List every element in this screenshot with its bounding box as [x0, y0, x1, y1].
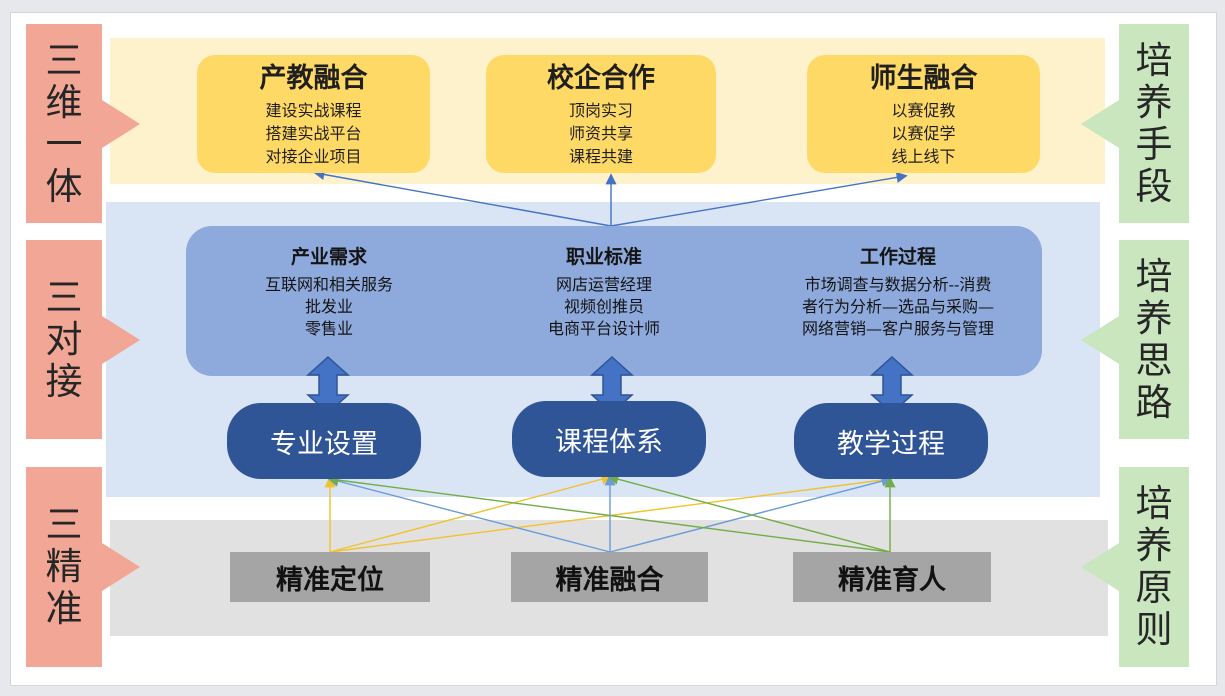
- column-line: 互联网和相关服务: [264, 275, 393, 294]
- top-box-teacher-student: 师生融合 以赛促教 以赛促学 线上线下: [807, 55, 1040, 173]
- pill-major-setting: 专业设置: [227, 403, 421, 479]
- column-line: 视频创推员: [563, 297, 644, 316]
- bottom-box-precise-positioning: 精准定位: [230, 552, 430, 602]
- arrow-right-icon: [102, 100, 140, 148]
- arrow-left-icon: [1081, 543, 1119, 591]
- bottom-box-precise-education: 精准育人: [793, 552, 991, 602]
- label-char: 精: [45, 545, 83, 588]
- arrow-left-icon: [1081, 100, 1119, 148]
- box-title: 师生融合: [869, 63, 978, 94]
- connector-to-pill: [327, 475, 611, 553]
- box-line: 以赛促教: [891, 101, 956, 120]
- arrow-right-icon: [102, 316, 140, 364]
- connector-to-pill: [329, 473, 613, 553]
- column-line: 网店运营经理: [555, 275, 652, 294]
- label-char: 培: [1135, 38, 1173, 82]
- label-char: 培: [1135, 482, 1173, 525]
- label-char: 思: [1135, 338, 1173, 382]
- left-label-three-precision: 三 精 准: [26, 467, 102, 667]
- left-label-three-docking: 三 对 接: [26, 240, 102, 439]
- column-professional-standard: 职业标准 网店运营经理 视频创推员 电商平台设计师: [506, 244, 702, 340]
- label-char: 则: [1135, 608, 1173, 651]
- label-char: 养: [1135, 524, 1173, 567]
- right-label-teaching-principle: 培 养 原 则: [1119, 467, 1189, 667]
- label-char: 原: [1135, 566, 1173, 609]
- label-char: 接: [45, 359, 83, 403]
- bottom-box-label: 精准育人: [838, 564, 946, 596]
- arrow-right-icon: [102, 543, 140, 591]
- column-line: 者行为分析—选品与采购—: [801, 297, 994, 316]
- box-title: 产教融合: [259, 63, 368, 94]
- bottom-box-precise-integration: 精准融合: [511, 552, 708, 602]
- bottom-box-label: 精准定位: [276, 564, 384, 596]
- label-char: 养: [1135, 80, 1173, 124]
- pill-teaching-process: 教学过程: [794, 403, 988, 479]
- column-line: 电商平台设计师: [547, 319, 660, 338]
- label-char: 培: [1135, 254, 1173, 298]
- column-line: 批发业: [304, 297, 353, 316]
- column-work-process: 工作过程 市场调查与数据分析--消费 者行为分析—选品与采购— 网络营销—客户服…: [770, 244, 1026, 340]
- right-label-teaching-means: 培 养 手 段: [1119, 24, 1189, 223]
- box-line: 课程共建: [568, 147, 633, 166]
- label-char: 三: [45, 275, 83, 319]
- label-char: 三: [45, 503, 83, 546]
- connector-to-pill: [609, 475, 893, 553]
- label-char: 准: [45, 587, 83, 630]
- box-line: 线上线下: [891, 147, 956, 166]
- label-char: 养: [1135, 296, 1173, 340]
- label-char: 体: [45, 164, 83, 208]
- connector-to-pill: [327, 474, 891, 553]
- column-title: 产业需求: [290, 246, 367, 268]
- column-line: 市场调查与数据分析--消费: [804, 275, 992, 294]
- box-line: 对接企业项目: [265, 147, 362, 166]
- column-title: 工作过程: [859, 246, 936, 268]
- box-line: 以赛促学: [891, 124, 956, 143]
- pill-label: 教学过程: [837, 428, 945, 460]
- column-title: 职业标准: [565, 246, 642, 268]
- pill-label: 课程体系: [555, 426, 663, 458]
- top-box-school-enterprise: 校企合作 顶岗实习 师资共享 课程共建: [486, 55, 716, 173]
- label-char: 手: [1135, 122, 1173, 166]
- left-label-three-in-one: 三 维 一 体: [26, 24, 102, 223]
- arrow-left-icon: [1081, 316, 1119, 364]
- docking-panel: [186, 226, 1042, 376]
- connector-to-pill: [607, 473, 891, 553]
- label-char: 一: [45, 122, 83, 166]
- pill-label: 专业设置: [270, 428, 378, 460]
- box-line: 顶岗实习: [568, 101, 633, 120]
- box-line: 师资共享: [568, 124, 633, 143]
- label-char: 对: [45, 317, 83, 361]
- label-char: 三: [45, 38, 83, 82]
- connector-to-top-box: [313, 168, 612, 227]
- label-char: 维: [45, 80, 83, 124]
- connector-to-top-box: [610, 171, 908, 227]
- pill-course-system: 课程体系: [512, 401, 706, 477]
- box-title: 校企合作: [547, 63, 655, 94]
- column-industry-demand: 产业需求 互联网和相关服务 批发业 零售业: [236, 244, 422, 340]
- box-line: 建设实战课程: [265, 101, 362, 120]
- bottom-box-label: 精准融合: [555, 564, 664, 596]
- label-char: 路: [1135, 380, 1173, 424]
- right-label-teaching-approach: 培 养 思 路: [1119, 240, 1189, 439]
- top-box-industry-education: 产教融合 建设实战课程 搭建实战平台 对接企业项目: [197, 55, 430, 173]
- column-line: 零售业: [304, 319, 353, 338]
- column-line: 网络营销—客户服务与管理: [801, 319, 994, 338]
- box-line: 搭建实战平台: [265, 124, 362, 143]
- label-char: 段: [1135, 164, 1173, 208]
